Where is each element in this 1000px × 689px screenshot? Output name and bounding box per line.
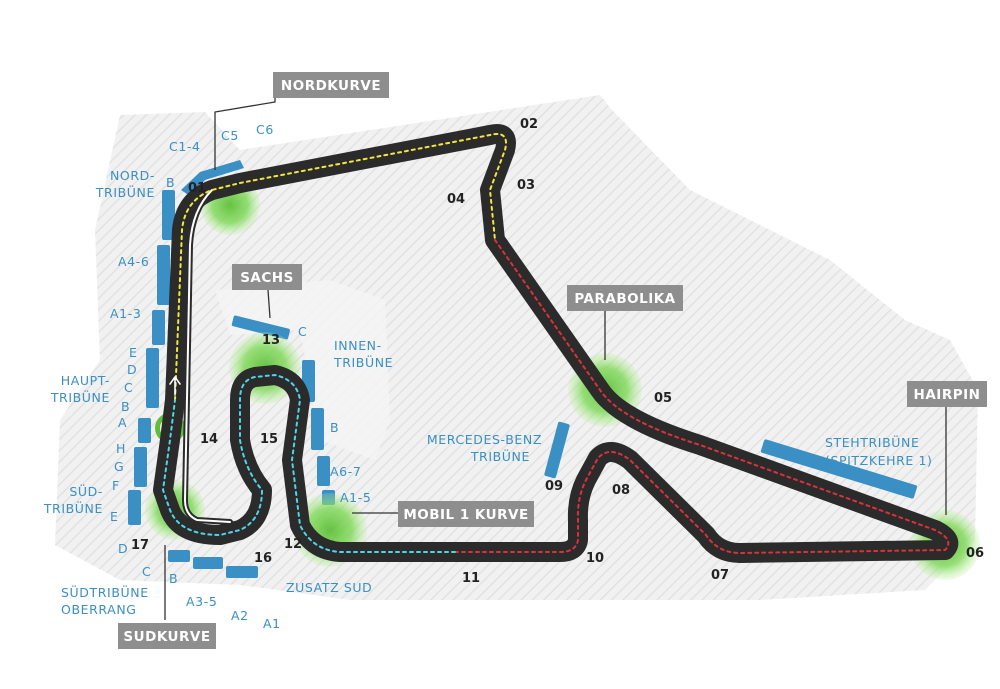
track <box>153 124 959 563</box>
turn-04: 04 <box>447 192 465 207</box>
stand-nordtribune: TRIBÜNE <box>95 184 155 200</box>
turn-03: 03 <box>517 178 535 193</box>
corner-label-sudkurve: SUDKURVE <box>118 623 216 649</box>
turn-numbers: 01 02 03 04 05 06 07 08 09 10 11 12 13 1… <box>131 117 984 586</box>
corner-label-parabolika: PARABOLIKA <box>567 285 683 311</box>
stand-haupttribune: HAUPT- <box>61 373 110 388</box>
turn-05: 05 <box>654 391 672 406</box>
stand-innen-c: C <box>298 324 307 339</box>
grandstands <box>128 160 918 578</box>
stand-a1-5: A1-5 <box>340 490 371 505</box>
stand-sud-c: C <box>142 564 151 579</box>
stand-zusatz-sud: ZUSATZ SUD <box>286 580 372 595</box>
stand-a4-6: A4-6 <box>118 254 149 269</box>
svg-text:MOBIL 1 KURVE: MOBIL 1 KURVE <box>403 507 528 523</box>
turn-11: 11 <box>462 571 480 586</box>
stand-sud-f: F <box>112 478 120 493</box>
stand-haupt-a: A <box>118 415 127 430</box>
turn-16: 16 <box>254 551 272 566</box>
turn-10: 10 <box>586 551 604 566</box>
stand-mercedes-benz: TRIBÜNE <box>470 448 530 464</box>
stand-a1-3: A1-3 <box>110 306 141 321</box>
stand-nordtribune: NORD- <box>110 168 155 183</box>
stand-innentribune: INNEN- <box>334 338 382 353</box>
stand-a2: A2 <box>231 608 249 623</box>
svg-text:SACHS: SACHS <box>240 270 294 286</box>
stand-sudtribune-oberrang: OBERRANG <box>61 602 137 617</box>
stand-mercedes-benz: MERCEDES-BENZ <box>427 432 542 447</box>
turn-17: 17 <box>131 538 149 553</box>
stand-labels: C1-4 C5 C6 NORD- TRIBÜNE B A4-6 A1-3 E D… <box>43 122 933 631</box>
corner-label-sachs: SACHS <box>232 264 302 290</box>
corner-label-nordkurve: NORDKURVE <box>273 72 389 98</box>
stand-haupt-c: C <box>124 380 133 395</box>
turn-12: 12 <box>284 537 302 552</box>
turn-15: 15 <box>260 432 278 447</box>
turn-01: 01 <box>188 181 206 196</box>
leader-lines <box>164 96 947 620</box>
stand-sud-h: H <box>116 441 126 456</box>
stand-a1: A1 <box>263 616 281 631</box>
stand-sudtribune-oberrang: SÜDTRIBÜNE <box>61 584 149 600</box>
stand-sud-d: D <box>118 541 128 556</box>
svg-text:NORDKURVE: NORDKURVE <box>281 78 381 94</box>
stand-c5: C5 <box>221 128 239 143</box>
stand-sud-b: B <box>169 571 178 586</box>
stand-haupt-d: D <box>127 362 137 377</box>
stand-innentribune: TRIBÜNE <box>333 354 393 370</box>
turn-08: 08 <box>612 483 630 498</box>
svg-text:PARABOLIKA: PARABOLIKA <box>574 291 675 307</box>
svg-text:SUDKURVE: SUDKURVE <box>123 629 210 645</box>
stand-stehtribune: STEHTRIBÜNE <box>825 434 919 450</box>
corner-label-mobil1: MOBIL 1 KURVE <box>398 501 534 527</box>
turn-09: 09 <box>545 479 563 494</box>
turn-02: 02 <box>520 117 538 132</box>
stand-sudtribune: TRIBÜNE <box>43 500 103 516</box>
turn-13: 13 <box>262 333 280 348</box>
turn-14: 14 <box>200 432 218 447</box>
stand-a6-7: A6-7 <box>330 464 361 479</box>
stand-sud-g: G <box>114 459 124 474</box>
stand-sudtribune: SÜD- <box>69 483 103 499</box>
stand-haupt-b: B <box>121 399 130 414</box>
stand-nord-b: B <box>166 175 175 190</box>
stand-haupt-e: E <box>129 345 138 360</box>
svg-text:HAIRPIN: HAIRPIN <box>914 387 981 403</box>
stand-stehtribune: (SPITZKEHRE 1) <box>825 453 933 468</box>
stand-c6: C6 <box>256 122 274 137</box>
stand-innen-b: B <box>330 420 339 435</box>
stand-sud-e: E <box>110 509 119 524</box>
corner-label-hairpin: HAIRPIN <box>907 381 987 407</box>
stand-a3-5: A3-5 <box>186 594 217 609</box>
stand-c1-4: C1-4 <box>169 139 201 154</box>
turn-07: 07 <box>711 568 729 583</box>
turn-06: 06 <box>966 546 984 561</box>
stand-haupttribune: TRIBÜNE <box>50 389 110 405</box>
